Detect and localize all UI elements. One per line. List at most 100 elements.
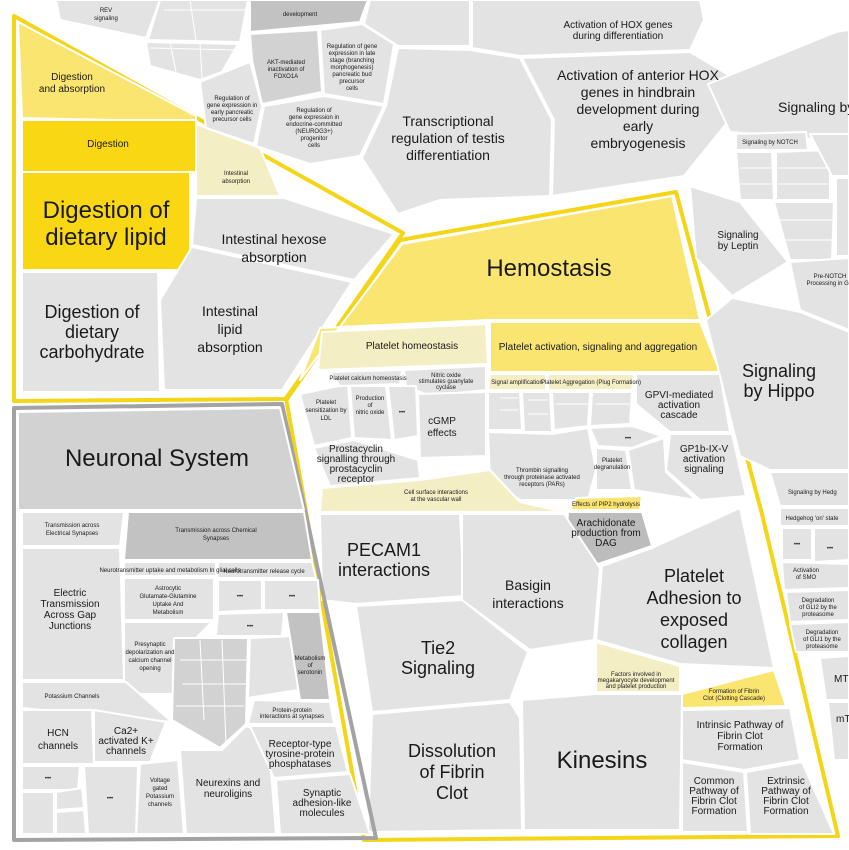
cell-pa-ellipsis[interactable] <box>589 425 663 449</box>
cell-synaptic[interactable] <box>275 773 371 835</box>
cell-trans-chemical[interactable] <box>123 511 313 561</box>
cell-digestion-of-dietary-carbohydrate[interactable] <box>21 271 161 393</box>
region-neuronal-system[interactable] <box>12 402 378 842</box>
cell-k-small-3[interactable] <box>55 787 85 811</box>
cell-nr-a[interactable] <box>217 579 263 613</box>
cell-hox-anterior[interactable] <box>521 51 745 197</box>
cell-intrinsic[interactable] <box>681 707 801 771</box>
cell-ho-ellipsis[interactable] <box>387 385 419 441</box>
cell-platelet-calcium[interactable] <box>329 369 403 387</box>
label-hcn-line: channels <box>38 741 78 752</box>
cell-serotonin[interactable] <box>285 611 331 701</box>
cell-degranulation-b[interactable] <box>627 437 697 501</box>
cell-gp1b[interactable] <box>665 433 747 501</box>
cell-prostacyclin[interactable] <box>313 439 421 487</box>
cell-degradation-gli1[interactable] <box>789 621 849 653</box>
cell-hemostasis[interactable] <box>299 195 701 381</box>
cell-hcn[interactable] <box>21 709 95 765</box>
cell-platelet-homeostasis[interactable] <box>317 323 489 371</box>
cell-neurotransmitter-uptake[interactable] <box>123 561 217 577</box>
cell-receptor-tyrosine[interactable] <box>249 725 349 779</box>
cell-nr-b[interactable] <box>263 579 321 611</box>
cell-leptin[interactable] <box>689 185 789 297</box>
cell-extrinsic[interactable] <box>745 761 835 835</box>
cell-hh-ellipsis-a[interactable] <box>781 527 813 561</box>
cell-k-small-5[interactable] <box>83 765 139 835</box>
cell-trans-electrical[interactable] <box>21 511 125 547</box>
cell-tie2[interactable] <box>355 599 529 713</box>
label-gp1b-line: signaling <box>684 464 723 475</box>
cell-pancreatic-early[interactable] <box>199 61 263 145</box>
cell-neurotransmitter-receptors[interactable] <box>171 637 249 749</box>
cell-potassium[interactable] <box>21 681 173 723</box>
region-digestion-and-absorption[interactable] <box>12 14 405 403</box>
label-mt-a-line: MT <box>834 674 848 685</box>
label-common-line: Fibrin Clot <box>691 796 737 807</box>
cell-platelet-ldl[interactable] <box>299 383 353 447</box>
cell-signal-amplification[interactable] <box>487 373 547 391</box>
cell-pancreatic-late[interactable] <box>319 23 395 105</box>
cell-notch-e[interactable] <box>835 177 849 257</box>
cell-k-small-2[interactable] <box>21 791 55 835</box>
cell-activation-smo[interactable] <box>781 561 849 591</box>
cell-platelet-adhesion[interactable] <box>595 507 775 669</box>
cell-hippo[interactable] <box>705 297 849 471</box>
cell-platelet-aggregation[interactable] <box>547 373 635 391</box>
label-astrocytic-line: Uptake And <box>152 602 183 608</box>
cell-fibrin-formation[interactable] <box>681 669 787 709</box>
cell-pa-2[interactable] <box>589 391 633 427</box>
cell-effects-pip2[interactable] <box>569 495 643 511</box>
cell-endocrine[interactable] <box>255 95 385 165</box>
cell-akt-foxo1a[interactable] <box>249 29 323 105</box>
cell-gpvi[interactable] <box>635 373 731 433</box>
cell-common[interactable] <box>681 761 749 833</box>
cell-astrocytic[interactable] <box>123 577 215 621</box>
cell-mt-a[interactable] <box>819 655 849 701</box>
cell-notch-d[interactable] <box>773 201 835 261</box>
cell-neuronal-system[interactable] <box>17 407 305 511</box>
cell-development[interactable] <box>249 0 369 33</box>
cell-signaling-by-right[interactable] <box>707 29 849 143</box>
cell-factors-megakaryocyte[interactable] <box>595 641 681 693</box>
cell-rev-signaling[interactable] <box>55 0 161 39</box>
cell-hedgehog[interactable] <box>769 471 849 507</box>
cell-hh-ellipsis-b[interactable] <box>813 527 849 563</box>
cell-mt-b[interactable] <box>827 701 849 761</box>
cell-k-small-4[interactable] <box>55 809 87 835</box>
cell-cell-surface[interactable] <box>319 469 565 513</box>
cell-intestinal-lipid-absorption[interactable] <box>159 246 353 391</box>
cell-platelet-degranulation[interactable] <box>595 447 633 491</box>
cell-pre-notch[interactable] <box>789 257 849 331</box>
cell-notch-b[interactable] <box>775 149 831 201</box>
cell-hox-during[interactable] <box>471 0 705 57</box>
region-hemostasis[interactable] <box>284 190 840 842</box>
cell-sa-2[interactable] <box>521 391 553 433</box>
cell-small-top-a[interactable] <box>147 0 249 43</box>
label-hox-during-line: Activation of HOX genes <box>564 20 673 31</box>
label-digestion: Digestion <box>87 139 129 150</box>
cell-cgmp[interactable] <box>417 391 487 459</box>
cell-protein-protein[interactable] <box>247 699 335 725</box>
label-voltage-k-line: channels <box>148 802 172 808</box>
cell-notch-a[interactable] <box>735 151 775 201</box>
cell-small-top-b[interactable] <box>145 41 239 81</box>
label-effects-pip2: Effects of PIP2 hydrolysis <box>572 502 640 508</box>
region-signal-transduction[interactable] <box>689 29 849 761</box>
cell-hedgehog-on[interactable] <box>779 507 849 527</box>
cell-testis[interactable] <box>361 47 553 215</box>
cell-production-nitric[interactable] <box>349 385 393 441</box>
cell-intestinal-absorption[interactable] <box>195 123 281 197</box>
cell-sa-1[interactable] <box>487 391 523 431</box>
cell-intestinal-hexose-absorption[interactable] <box>191 197 395 281</box>
label-platelet-activation-line: Platelet activation, signaling and aggre… <box>499 342 697 353</box>
cell-notch-c[interactable] <box>809 133 849 177</box>
cell-pa-1[interactable] <box>551 391 591 431</box>
cell-neurotransmitter-release[interactable] <box>217 561 317 579</box>
label-signaling-notch: Signaling by NOTCH <box>742 140 798 146</box>
label-pancreatic-early-line: gene expression in <box>207 103 257 109</box>
region-developmental-biology[interactable] <box>55 0 745 215</box>
cell-dev-top-c[interactable] <box>363 0 471 47</box>
cell-degradation-gli2[interactable] <box>785 589 849 623</box>
